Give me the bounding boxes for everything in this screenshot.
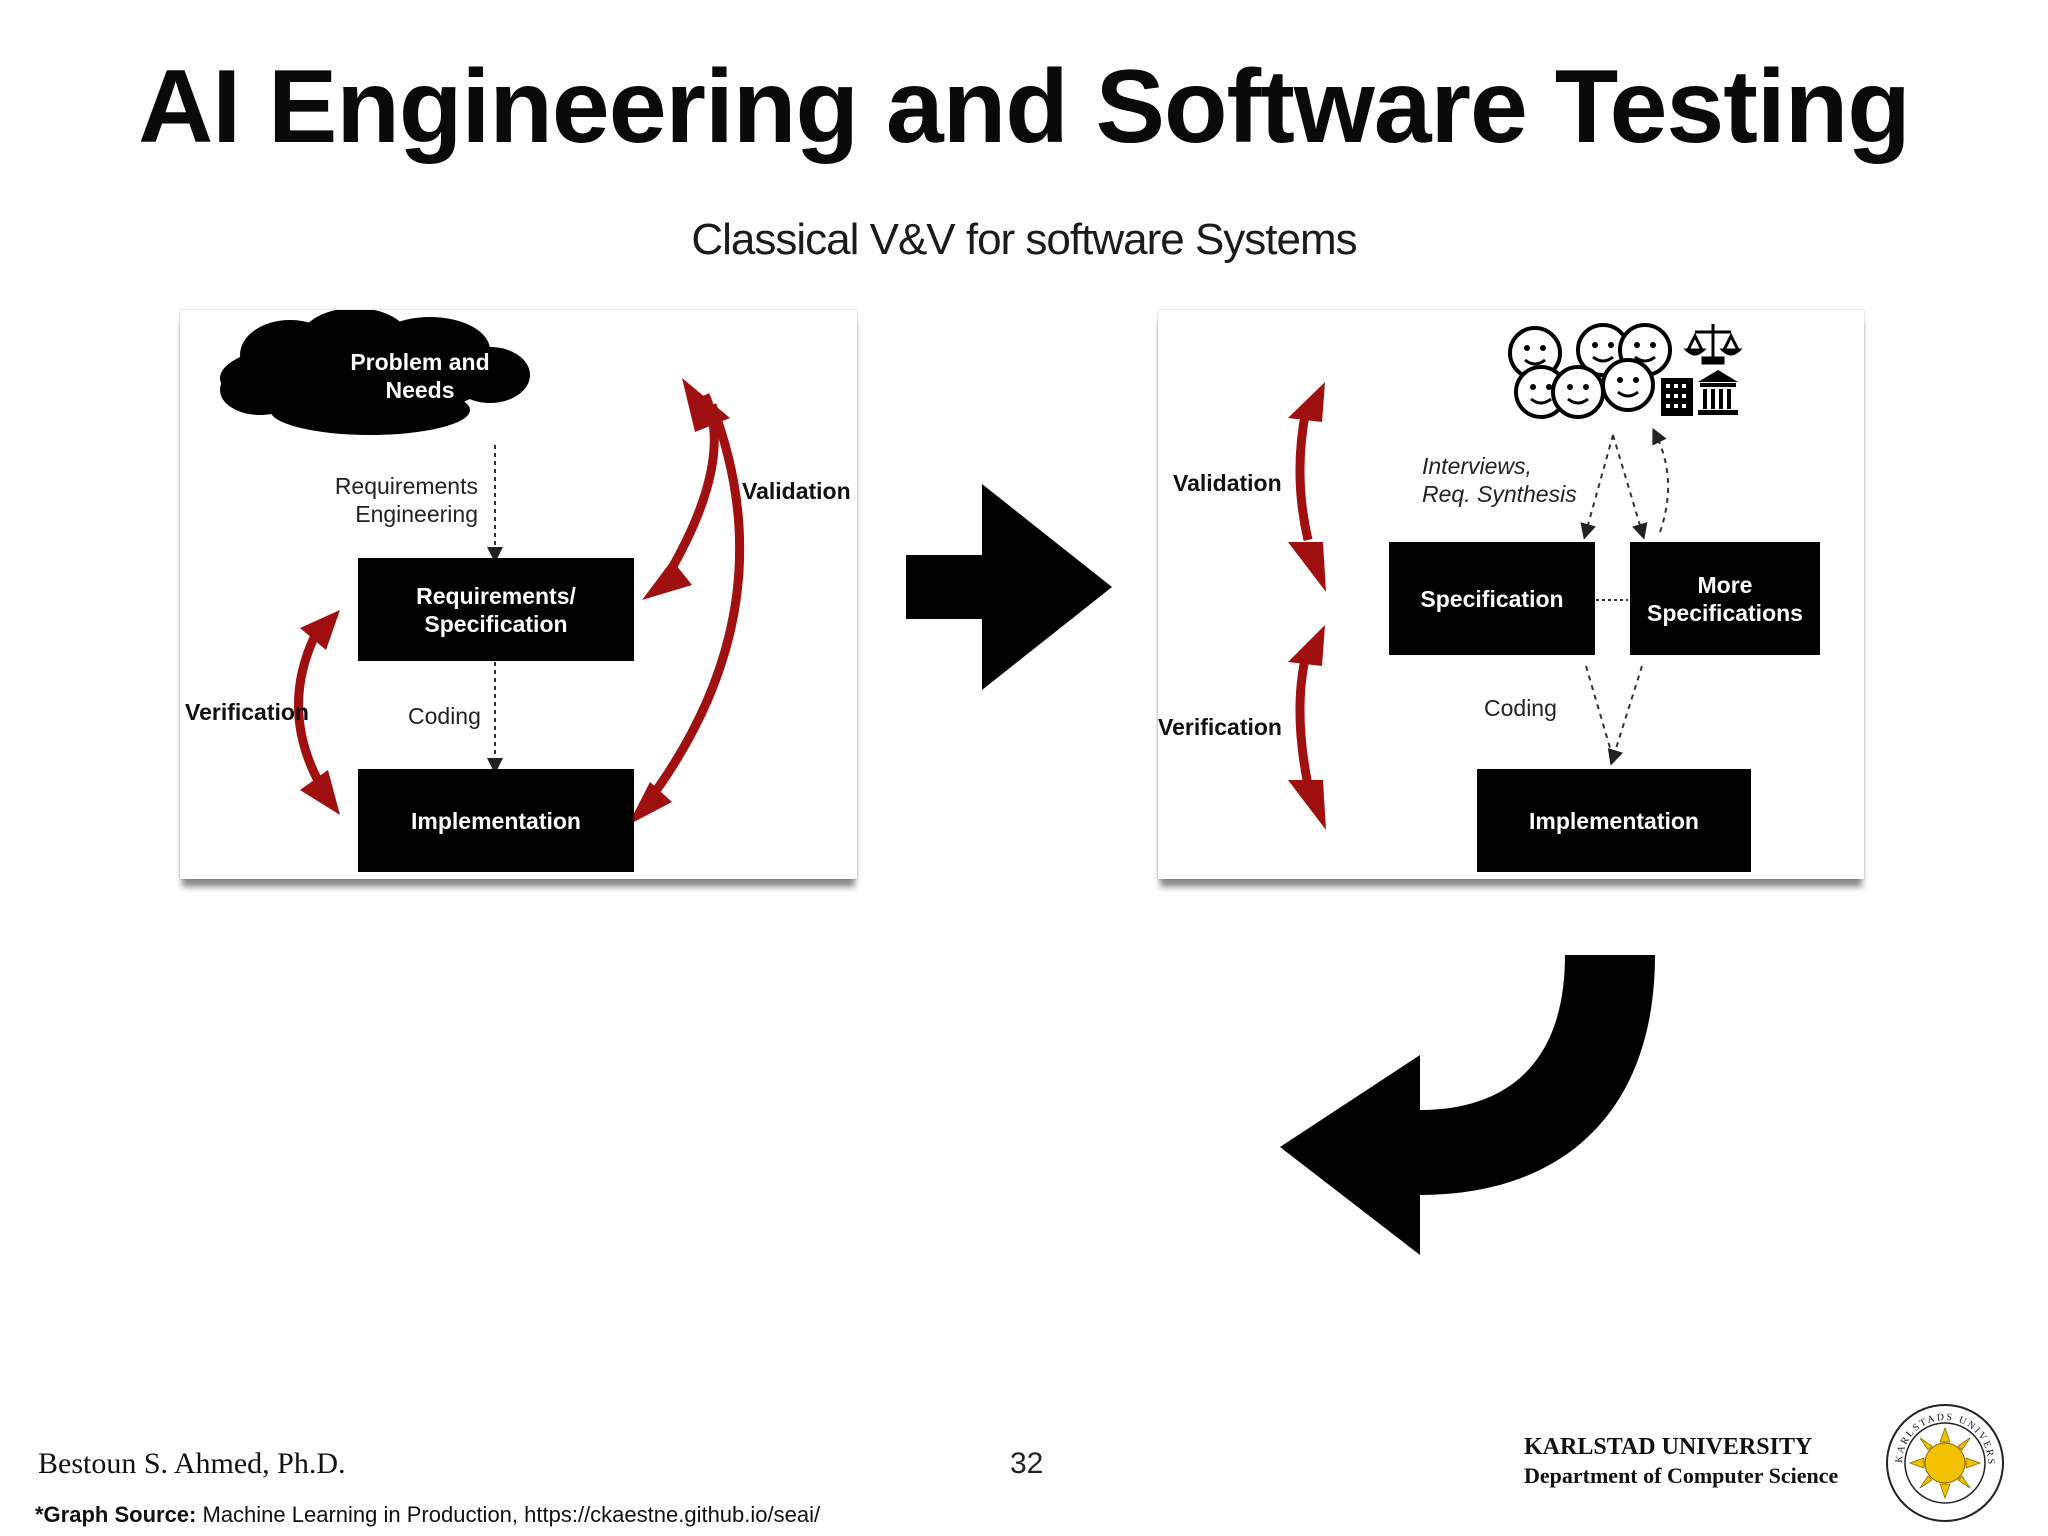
page-number: 32	[1010, 1447, 1044, 1480]
coding-label: Coding	[408, 703, 481, 729]
coding-label: Coding	[1484, 695, 1557, 721]
interviews-label: Interviews, Req. Synthesis	[1422, 453, 1577, 507]
verification-label: Verification	[185, 699, 309, 725]
author-name: Bestoun S. Ahmed, Ph.D.	[38, 1447, 346, 1480]
implementation-box: Implementation	[1477, 769, 1751, 872]
problem-and-needs-label: Problem and Needs	[350, 349, 490, 403]
university-name: KARLSTAD UNIVERSITY	[1524, 1434, 1813, 1460]
specification-box: Specification	[1389, 542, 1595, 655]
smiley-face-features	[1524, 342, 1656, 390]
validation-arrows	[628, 378, 745, 825]
more-specifications-box: More Specifications	[1630, 542, 1820, 655]
validation-label: Validation	[1173, 470, 1282, 496]
verification-arrow	[1288, 625, 1326, 830]
graph-source-text: Machine Learning in Production, https://…	[202, 1502, 821, 1527]
validation-arrow	[1288, 382, 1326, 592]
requirements-specification-box: Requirements/ Specification	[358, 558, 634, 661]
courthouse-icon	[1698, 370, 1738, 415]
extended-vv-diagram: Validation Verification Interviews, Req.…	[1158, 310, 1864, 879]
curved-return-arrow-icon	[1280, 955, 1655, 1255]
scales-of-justice-icon	[1683, 324, 1743, 365]
classical-vv-graphics	[220, 310, 745, 825]
requirements-engineering-label: Requirements Engineering	[334, 473, 478, 527]
building-icon	[1661, 378, 1693, 416]
verification-label: Verification	[1158, 714, 1282, 740]
classical-vv-diagram: Problem and Needs Requirements Engineeri…	[180, 310, 857, 879]
graph-source: *Graph Source: Machine Learning in Produ…	[35, 1502, 820, 1528]
department-name: Department of Computer Science	[1524, 1463, 1839, 1488]
cloud-shape	[220, 310, 530, 435]
validation-label: Validation	[742, 478, 851, 504]
smiley-face-icon	[1508, 323, 1672, 419]
slide-subtitle: Classical V&V for software Systems	[691, 215, 1357, 264]
university-seal-icon: KARLSTADS UNIVERSITET	[1884, 1402, 2004, 1522]
implementation-box: Implementation	[358, 769, 634, 872]
right-arrow-icon	[906, 484, 1112, 690]
slide-title: AI Engineering and Software Testing	[138, 49, 1911, 165]
extended-vv-graphics	[1288, 323, 1743, 830]
verification-arrow	[294, 610, 340, 815]
graph-source-label: *Graph Source:	[35, 1502, 197, 1527]
